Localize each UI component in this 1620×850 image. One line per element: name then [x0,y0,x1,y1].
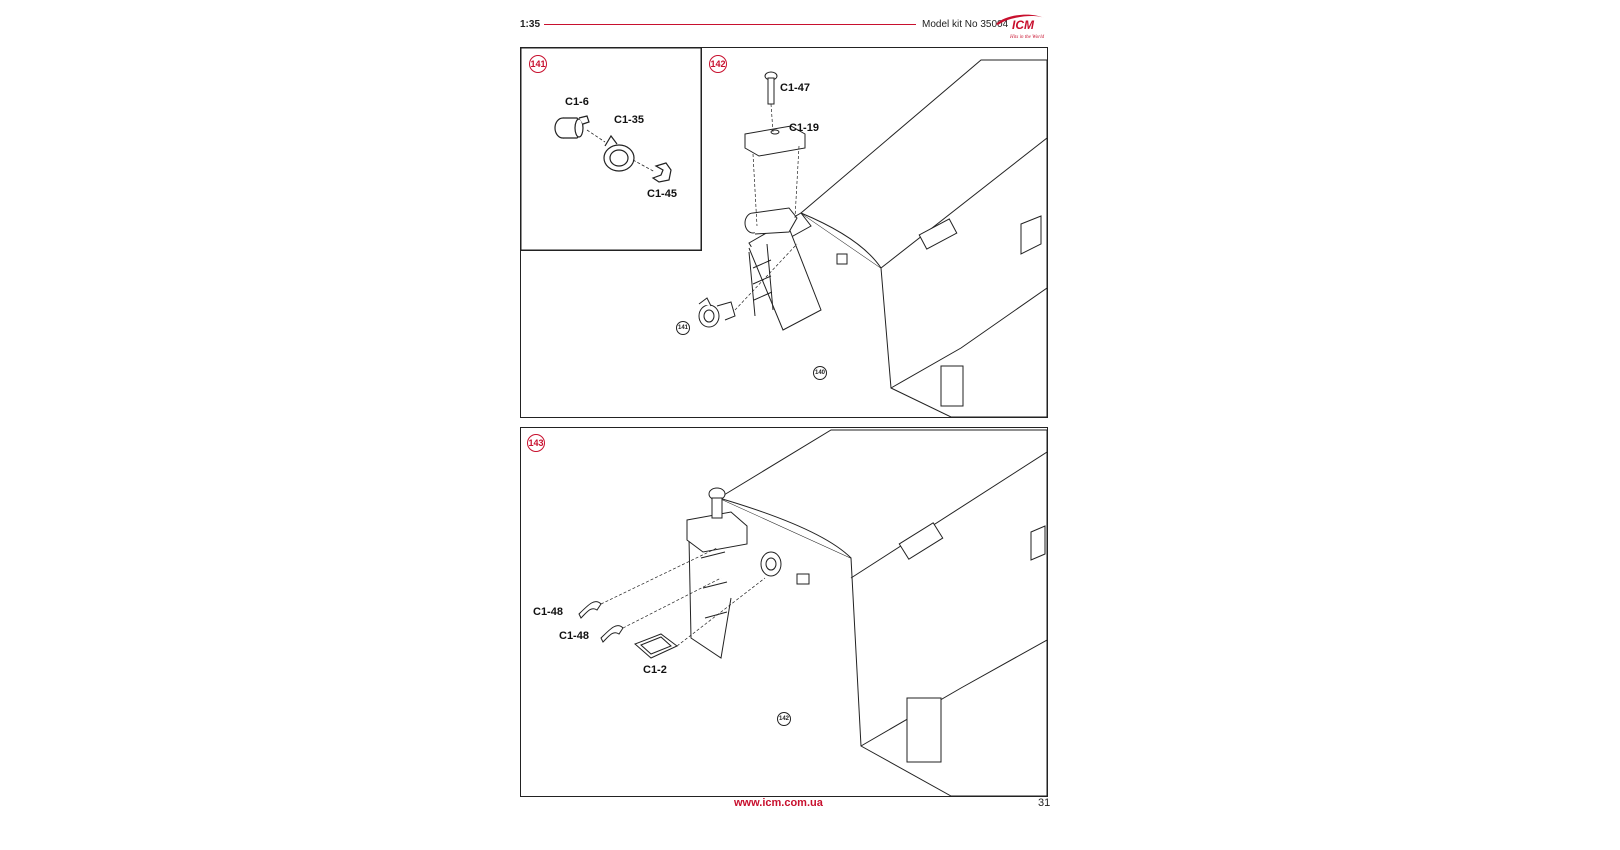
part-c1-48-label-a: C1-48 [533,606,563,618]
svg-text:ICM: ICM [1012,18,1035,32]
scale-label: 1:35 [520,19,541,30]
part-c1-48-label-b: C1-48 [559,630,589,642]
ref-141-badge: 141 [676,321,690,335]
step-143-drawing [578,429,1047,796]
step-142-badge: 142 [709,55,727,73]
step-142-panel [520,47,1046,416]
kit-number: Model kit No 35004 [922,19,1009,30]
step-143-panel: 143 C1-48 C1-48 C1-2 142 [520,427,1048,797]
step-143-badge: 143 [527,434,545,452]
page-number: 31 [1038,797,1051,809]
part-c1-19-label: C1-19 [789,122,819,134]
instruction-page: 1:35 Model kit No 35004 ICM Hits in the … [518,0,1078,850]
part-c1-47-label: C1-47 [780,82,810,94]
part-c1-2-label: C1-2 [643,664,667,676]
ref-140-badge: 140 [813,366,827,380]
footer-url[interactable]: www.icm.com.ua [734,797,823,809]
svg-text:Hits in the World: Hits in the World [1009,35,1045,40]
ref-142-badge: 142 [777,712,791,726]
icm-logo: ICM Hits in the World [992,12,1046,40]
header-rule [544,24,916,25]
